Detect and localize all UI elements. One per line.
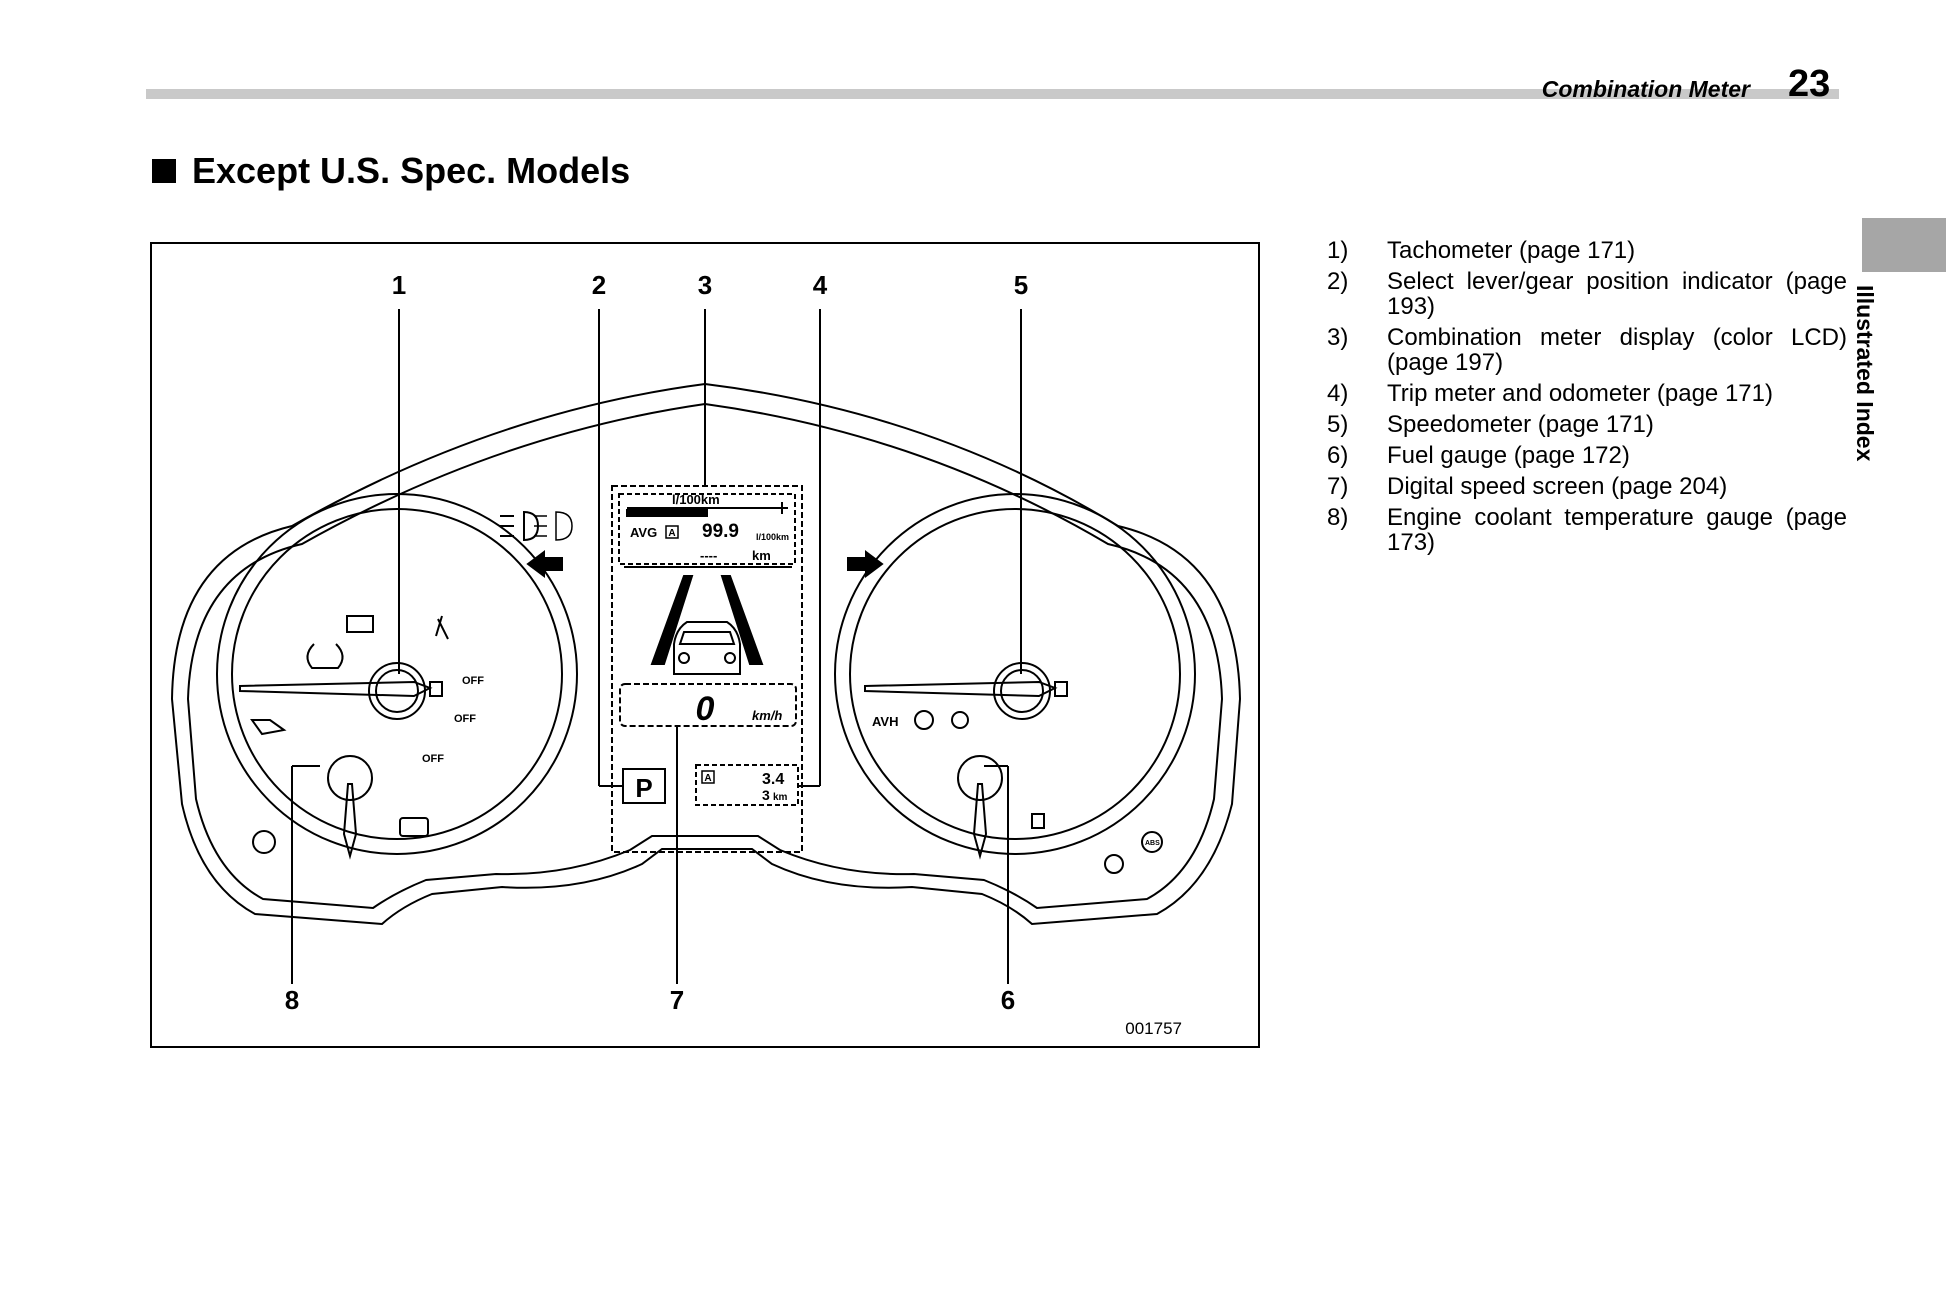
off-label-3: OFF bbox=[422, 753, 444, 765]
power-steering-icon bbox=[252, 830, 276, 854]
cluster-inner-housing bbox=[186, 402, 1224, 910]
right-turn-signal-icon bbox=[847, 550, 884, 578]
range-value: ---- bbox=[700, 548, 717, 563]
legend-item: 2)Select lever/gear position indicator (… bbox=[1327, 268, 1847, 320]
speedometer-outer-ring bbox=[834, 493, 1196, 855]
center-display-frame bbox=[611, 485, 803, 853]
callout-8: 8 bbox=[285, 985, 299, 1015]
left-turn-signal-icon bbox=[526, 550, 563, 578]
image-code: 001757 bbox=[1125, 1019, 1182, 1038]
legend-list: 1)Tachometer (page 171) 2)Select lever/g… bbox=[1327, 238, 1847, 561]
legend-item: 8)Engine coolant temperature gauge (page… bbox=[1327, 504, 1847, 556]
instrument-cluster-illustration: 1 2 3 4 5 6 7 8 l/100km AVG A 99.9 l/100… bbox=[170, 270, 1242, 1038]
side-tab bbox=[1862, 218, 1946, 272]
check-engine-icon bbox=[399, 817, 429, 837]
headlight-icon bbox=[534, 511, 573, 541]
header-rule bbox=[146, 89, 1839, 99]
abs-label: ABS bbox=[1145, 840, 1160, 847]
odometer-unit: km bbox=[773, 792, 788, 803]
tachometer-hub bbox=[368, 662, 426, 720]
oil-pressure-icon bbox=[250, 719, 287, 736]
legend-item: 3)Combination meter display (color LCD) … bbox=[1327, 324, 1847, 376]
parking-brake-icon bbox=[951, 711, 969, 729]
callout-2: 2 bbox=[592, 270, 606, 300]
page-number: 23 bbox=[1788, 63, 1831, 105]
legend-item: 7)Digital speed screen (page 204) bbox=[1327, 473, 1728, 500]
callout-4: 4 bbox=[813, 270, 828, 300]
brake-hold-icon bbox=[914, 710, 934, 730]
callout-1: 1 bbox=[392, 270, 406, 300]
legend-item: 6)Fuel gauge (page 172) bbox=[1327, 442, 1630, 469]
off-label-2: OFF bbox=[454, 713, 476, 725]
fuel-pump-icon bbox=[1031, 813, 1045, 829]
square-bullet-icon bbox=[152, 159, 176, 183]
car-icon bbox=[673, 621, 741, 675]
legend-item: 5)Speedometer (page 171) bbox=[1327, 411, 1654, 438]
battery-icon bbox=[346, 615, 374, 633]
range-unit: km bbox=[752, 548, 771, 563]
avg-value: 99.9 bbox=[702, 521, 739, 542]
tire-pressure-icon bbox=[306, 643, 344, 669]
trip-badge: A bbox=[704, 773, 711, 784]
avg-unit: l/100km bbox=[756, 532, 789, 542]
avg-badge: A bbox=[668, 528, 675, 539]
fuel-gauge-hub bbox=[957, 755, 1003, 801]
tachometer-needle bbox=[239, 680, 433, 698]
avh-label: AVH bbox=[872, 714, 898, 729]
avg-label: AVG bbox=[630, 525, 657, 540]
speed-value: 0 bbox=[696, 690, 715, 728]
seatbelt-icon bbox=[435, 615, 449, 640]
gear-position: P bbox=[635, 773, 652, 803]
fuel-unit-label: l/100km bbox=[672, 492, 720, 507]
digital-speed-frame bbox=[619, 683, 797, 727]
coolant-gauge-hub bbox=[327, 755, 373, 801]
trip-value: 3.4 bbox=[762, 771, 784, 788]
legend-item: 1)Tachometer (page 171) bbox=[1327, 237, 1636, 264]
fog-light-icon bbox=[500, 510, 540, 542]
callout-5: 5 bbox=[1014, 270, 1028, 300]
off-label-1: OFF bbox=[462, 675, 484, 687]
callout-6: 6 bbox=[1001, 985, 1015, 1015]
tachometer-outer-ring bbox=[216, 493, 578, 855]
callout-3: 3 bbox=[698, 270, 712, 300]
callout-7: 7 bbox=[670, 985, 684, 1015]
odometer-value: 3 bbox=[762, 787, 770, 803]
page-title: Except U.S. Spec. Models bbox=[152, 150, 630, 192]
legend-item: 4)Trip meter and odometer (page 171) bbox=[1327, 380, 1773, 407]
cluster-outer-housing bbox=[170, 382, 1242, 926]
brake-warning-icon bbox=[1104, 854, 1124, 874]
abs-icon bbox=[1141, 831, 1163, 853]
tachometer-inner-ring bbox=[231, 508, 563, 840]
side-tab-label: Illustrated Index bbox=[1852, 285, 1878, 462]
combination-meter-figure: 1 2 3 4 5 6 7 8 l/100km AVG A 99.9 l/100… bbox=[150, 242, 1260, 1048]
speed-unit: km/h bbox=[752, 708, 782, 723]
speedometer-inner-ring bbox=[849, 508, 1181, 840]
section-title: Combination Meter bbox=[1541, 76, 1750, 102]
speedometer-needle bbox=[864, 680, 1058, 698]
